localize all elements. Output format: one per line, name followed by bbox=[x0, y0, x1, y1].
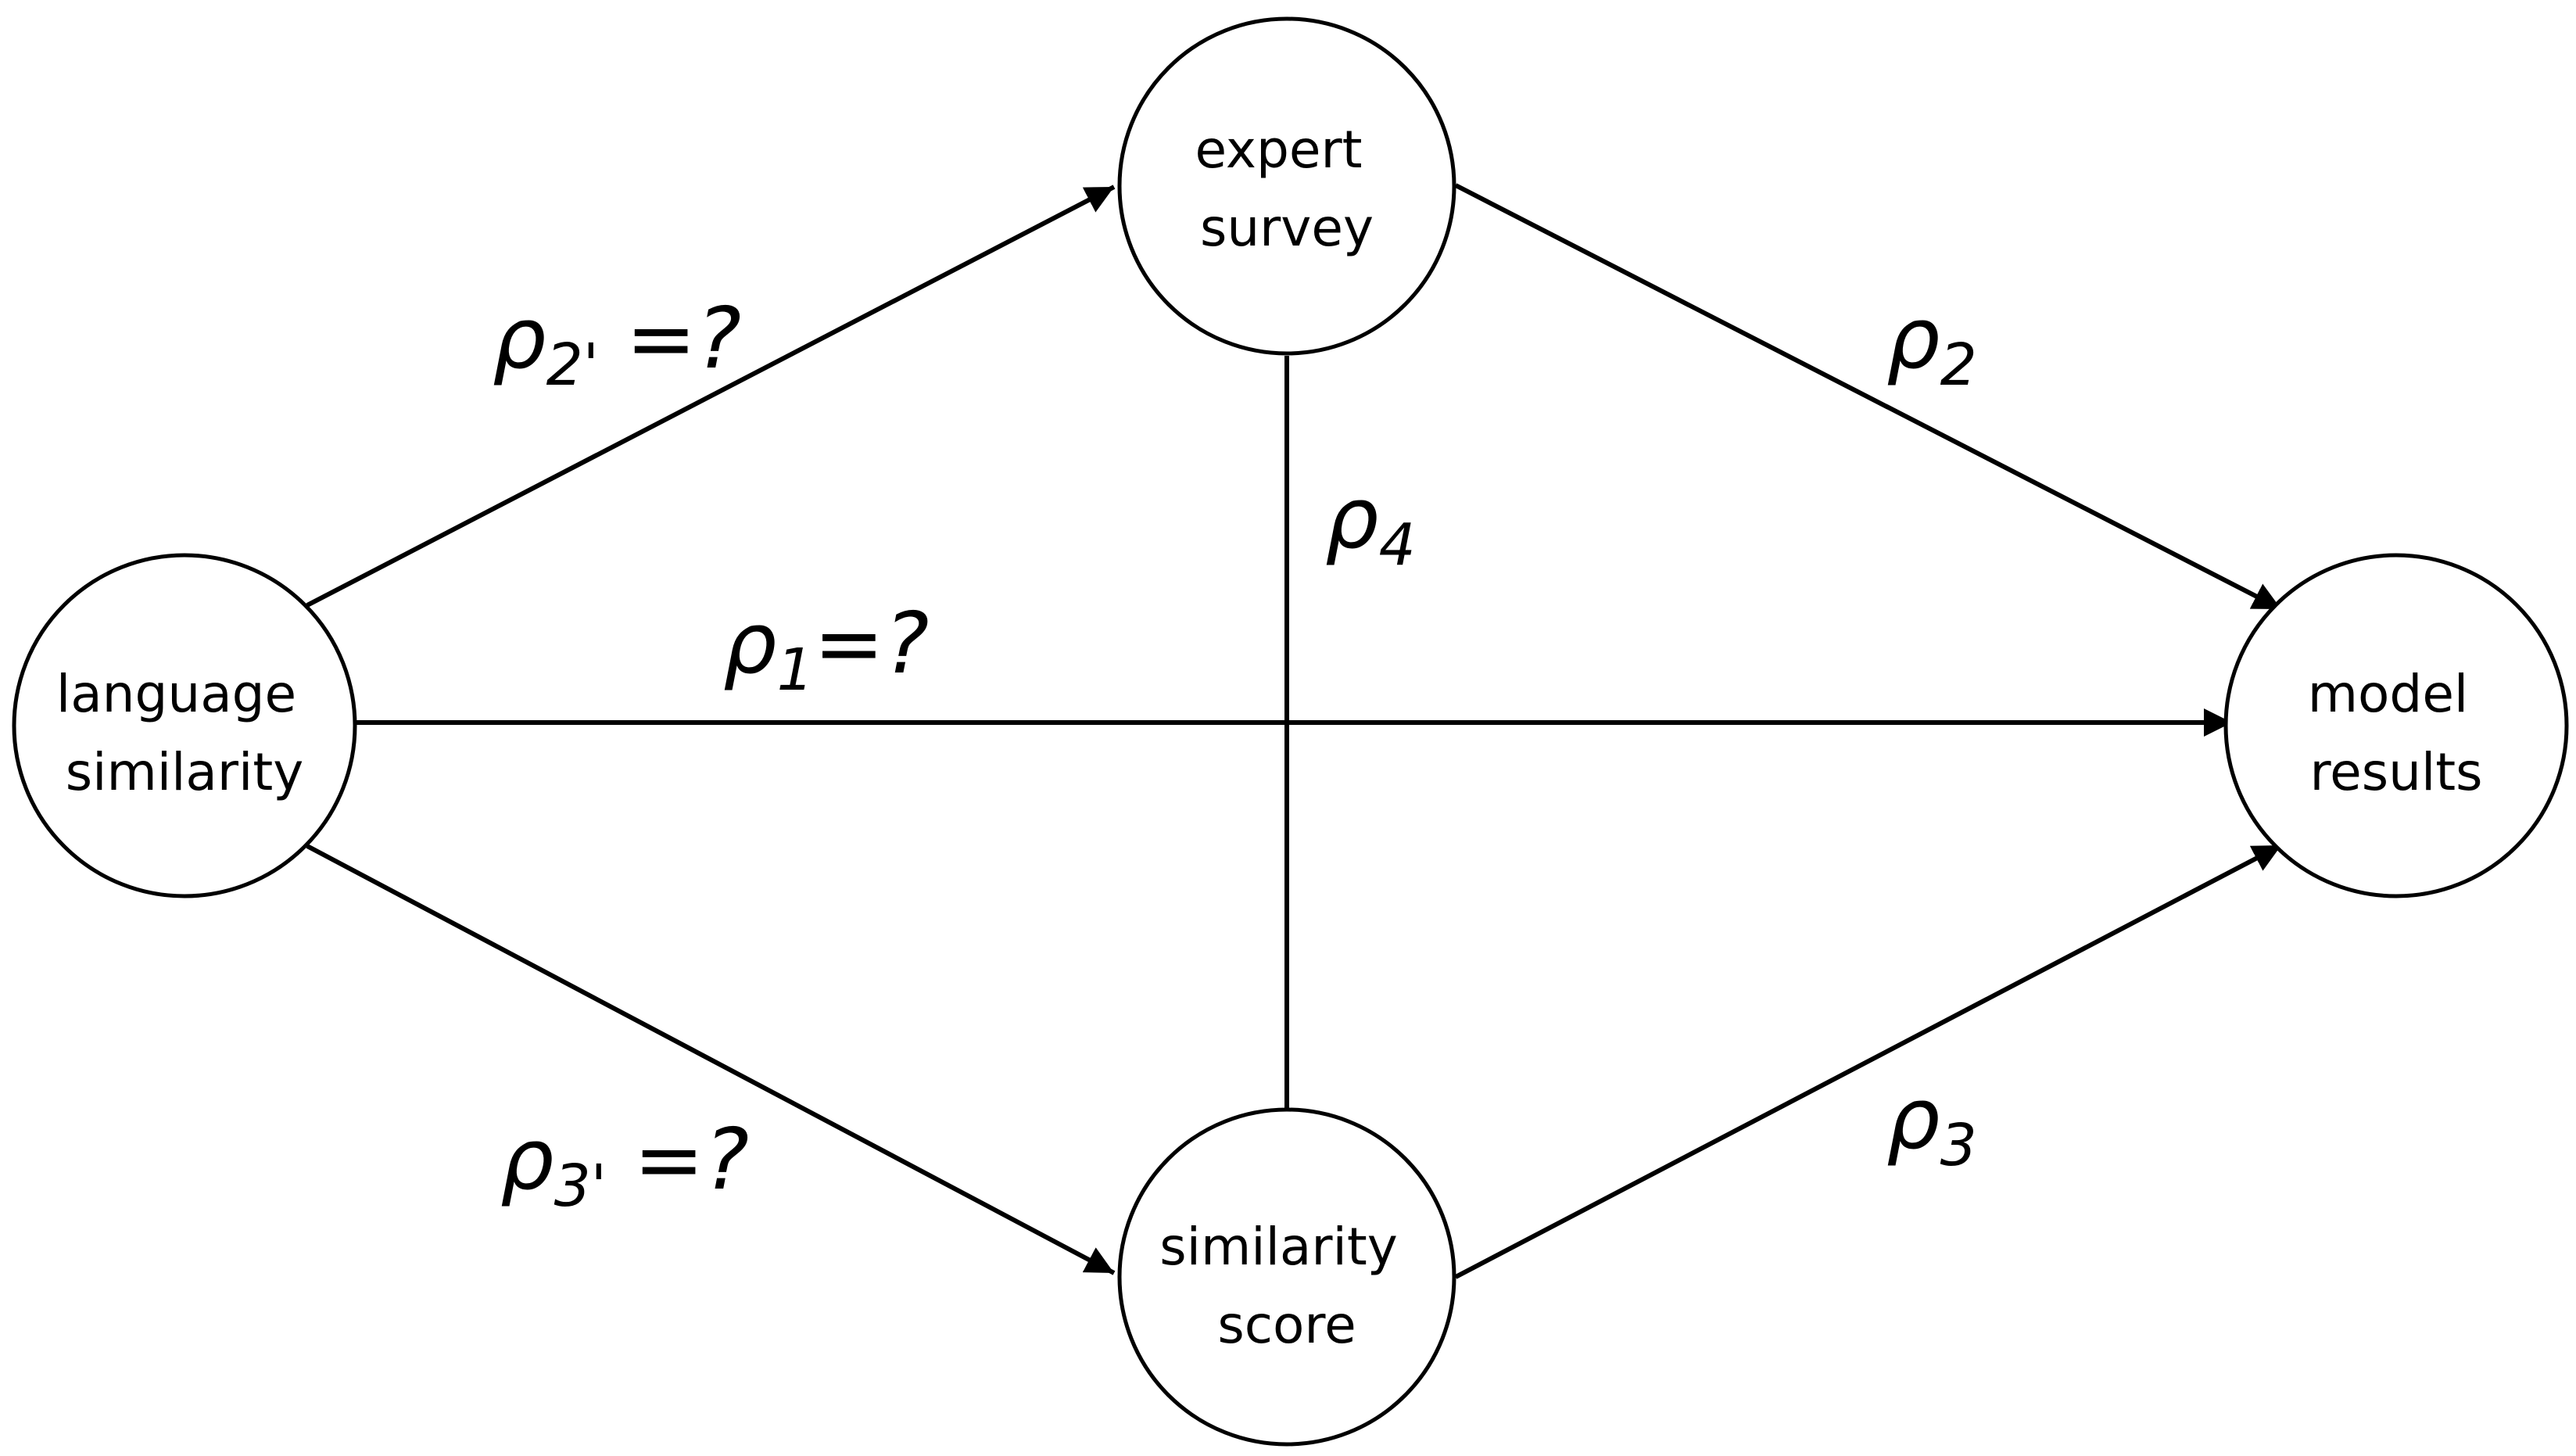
node-label-line1: model bbox=[2308, 664, 2469, 724]
node-similarity-score: similarity score bbox=[1117, 1107, 1456, 1447]
rho-symbol: ρ bbox=[1325, 470, 1379, 568]
svg-text:similarity score: similarity score bbox=[1159, 1217, 1414, 1355]
rho-subscript: 2 bbox=[1940, 332, 1977, 399]
label-rho3prime: ρ3' =? bbox=[500, 1111, 749, 1220]
rho-suffix: =? bbox=[599, 290, 741, 388]
rho-symbol: ρ bbox=[1886, 290, 1940, 388]
label-rho2prime: ρ2' =? bbox=[493, 290, 741, 399]
rho-symbol: ρ bbox=[500, 1111, 554, 1209]
rho-subscript: 3' bbox=[554, 1153, 607, 1220]
node-label-line2: similarity bbox=[66, 742, 304, 802]
edge-score-to-model bbox=[1454, 843, 2283, 1279]
edge-language-to-score bbox=[306, 844, 1116, 1275]
rho-symbol: ρ bbox=[493, 290, 546, 388]
rho-symbol: ρ bbox=[723, 595, 777, 693]
label-rho1: ρ1=? bbox=[723, 595, 929, 704]
node-expert-survey: expert survey bbox=[1117, 16, 1456, 356]
node-label-line1: similarity bbox=[1159, 1217, 1398, 1277]
node-language-similarity: language similarity bbox=[12, 553, 357, 898]
rho-subscript: 2' bbox=[546, 332, 599, 399]
rho-subscript: 3 bbox=[1940, 1112, 1977, 1179]
rho-symbol: ρ bbox=[1886, 1070, 1940, 1168]
node-model-results: model results bbox=[2223, 553, 2569, 898]
rho-suffix: =? bbox=[814, 595, 930, 693]
label-rho2: ρ2 bbox=[1886, 290, 1977, 399]
rho-subscript: 4 bbox=[1379, 511, 1416, 579]
svg-text:expert survey: expert survey bbox=[1195, 120, 1378, 258]
edge-expert-to-model bbox=[1454, 183, 2283, 611]
svg-text:model results: model results bbox=[2308, 664, 2485, 802]
node-label-line1: language bbox=[56, 664, 296, 724]
node-label-line2: results bbox=[2309, 742, 2482, 802]
rho-suffix: =? bbox=[607, 1111, 749, 1209]
label-rho3: ρ3 bbox=[1886, 1070, 1977, 1179]
label-rho4: ρ4 bbox=[1325, 470, 1416, 579]
rho-subscript: 1 bbox=[777, 637, 814, 704]
node-label-line2: score bbox=[1217, 1295, 1356, 1355]
edge-language-to-expert bbox=[306, 185, 1116, 608]
node-label-line2: survey bbox=[1200, 198, 1374, 258]
svg-text:language similarity: language similarity bbox=[56, 664, 313, 802]
node-label-line1: expert bbox=[1195, 120, 1362, 180]
